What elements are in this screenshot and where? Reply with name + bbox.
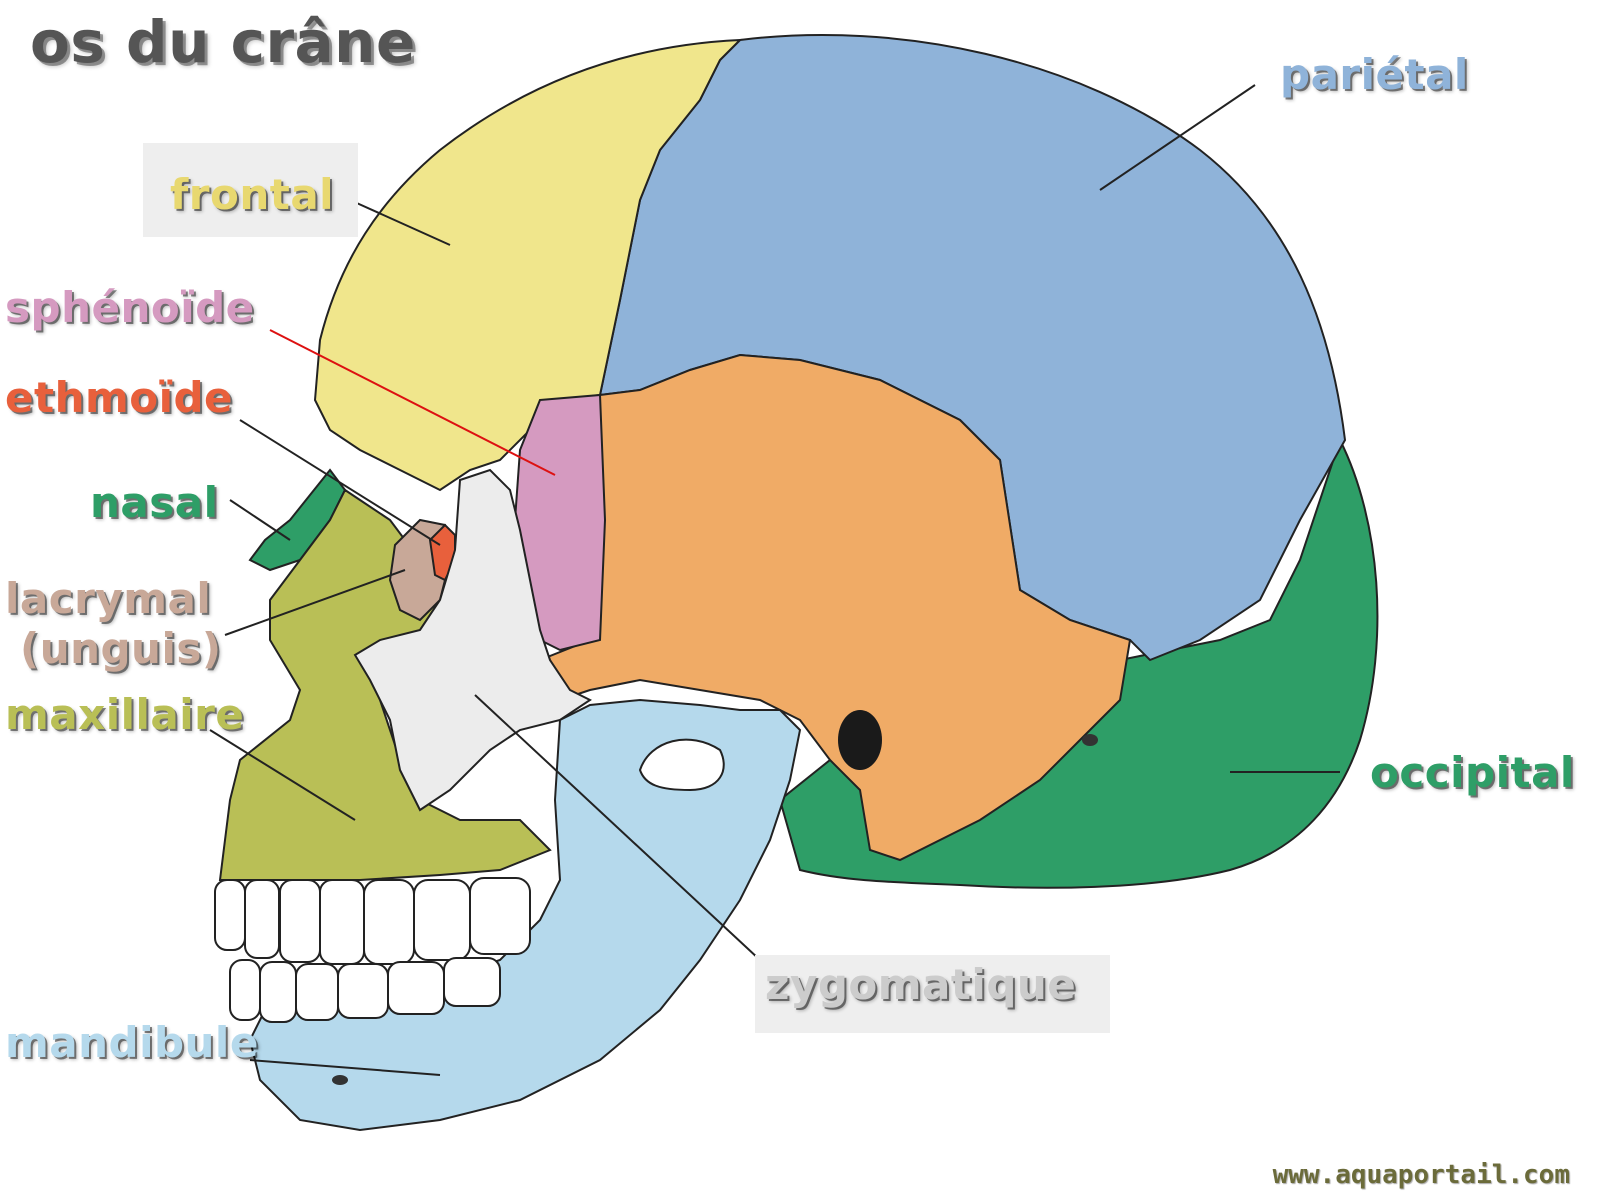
zygomatique-label-bg bbox=[755, 955, 1110, 1033]
leader-mandibule bbox=[249, 1059, 441, 1076]
label-parietal: pariétal bbox=[1280, 50, 1469, 99]
leader-frontal bbox=[349, 199, 451, 246]
mental-foramen bbox=[332, 1075, 348, 1085]
leader-nasal bbox=[229, 499, 291, 541]
leader-sphenoide bbox=[269, 329, 556, 476]
label-frontal: frontal bbox=[170, 170, 335, 219]
frontal-label-bg bbox=[143, 143, 358, 237]
diagram-title: os du crâne bbox=[30, 8, 416, 76]
mastoid-foramen bbox=[1082, 734, 1098, 746]
bone-sphenoide bbox=[513, 393, 607, 652]
ear-opening bbox=[838, 710, 882, 770]
mandible-notch bbox=[638, 738, 725, 792]
label-sphenoide: sphénoïde bbox=[5, 283, 255, 332]
leader-parietal bbox=[1099, 84, 1256, 191]
label-unguis: (unguis) bbox=[20, 624, 222, 673]
label-occipital: occipital bbox=[1370, 748, 1575, 797]
site-credit: www.aquaportail.com bbox=[1272, 1160, 1570, 1190]
leader-lines bbox=[209, 84, 1340, 1076]
label-ethmoide: ethmoïde bbox=[5, 373, 234, 422]
leader-ethmoide bbox=[239, 419, 441, 546]
teeth bbox=[214, 877, 531, 1023]
leader-zygomatique bbox=[474, 694, 761, 961]
bone-zygomatique bbox=[353, 468, 592, 812]
label-lacrymal: lacrymal bbox=[5, 574, 212, 623]
label-zygomatique: zygomatique bbox=[765, 960, 1077, 1009]
bone-temporal bbox=[538, 353, 1132, 862]
label-maxillaire: maxillaire bbox=[5, 690, 245, 739]
leader-maxillaire bbox=[209, 729, 356, 821]
label-mandibule: mandibule bbox=[5, 1018, 259, 1067]
bone-frontal bbox=[313, 38, 743, 492]
label-nasal: nasal bbox=[90, 478, 219, 527]
leader-lacrymal bbox=[224, 569, 406, 636]
